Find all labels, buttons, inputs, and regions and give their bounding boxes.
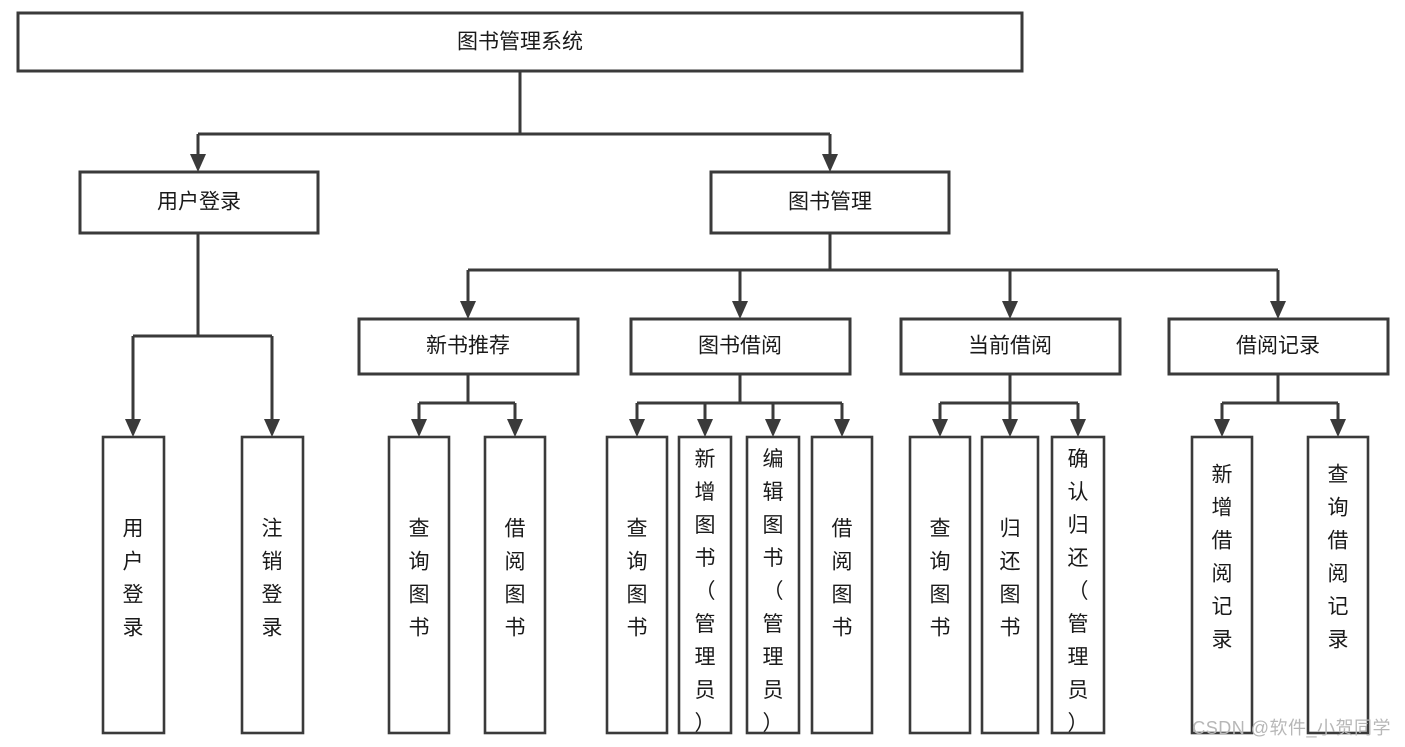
node-leaf-edit-book-rect[interactable]	[745, 435, 801, 735]
node-leaf-query-record-rect[interactable]	[1306, 435, 1370, 735]
node-book-manage-rect[interactable]	[709, 170, 951, 235]
node-leaf-add-record-rect[interactable]	[1190, 435, 1254, 735]
node-borrow-record-rect[interactable]	[1167, 317, 1390, 376]
node-leaf-add-book-rect[interactable]	[677, 435, 733, 735]
node-current-borrow[interactable]: 当前借阅	[899, 317, 1122, 376]
node-leaf-confirm-return[interactable]: 确认归还（管理员）	[1050, 435, 1106, 735]
node-root-label: 图书管理系统	[457, 31, 583, 54]
node-user-login-label: 用户登录	[157, 191, 241, 214]
node-leaf-borrow-book-2-rect[interactable]	[810, 435, 874, 735]
arrowhead-leaf-query-book-1	[411, 419, 427, 437]
arrowhead-current-borrow	[1002, 301, 1018, 319]
node-new-book-rec[interactable]: 新书推荐	[357, 317, 580, 376]
arrowhead-leaf-user-login	[125, 419, 141, 437]
arrowhead-new-book-rec	[460, 301, 476, 319]
node-leaf-logout-label: 注销登录	[262, 518, 283, 640]
node-leaf-borrow-book-1-rect[interactable]	[483, 435, 547, 735]
arrowhead-borrow-record	[1270, 301, 1286, 319]
node-book-manage-label: 图书管理	[788, 191, 872, 214]
node-leaf-confirm-return-rect[interactable]	[1050, 435, 1106, 735]
node-leaf-borrow-book-1[interactable]: 借阅图书	[483, 435, 547, 735]
node-leaf-query-book-3-rect[interactable]	[908, 435, 972, 735]
node-new-book-rec-rect[interactable]	[357, 317, 580, 376]
arrowhead-book-borrow	[732, 301, 748, 319]
node-book-manage[interactable]: 图书管理	[709, 170, 951, 235]
arrowhead-leaf-confirm-return	[1070, 419, 1086, 437]
node-borrow-record-label: 借阅记录	[1236, 335, 1320, 358]
arrowhead-leaf-borrow-book-2	[834, 419, 850, 437]
node-leaf-query-book-1[interactable]: 查询图书	[387, 435, 451, 735]
arrowhead-leaf-query-book-2	[629, 419, 645, 437]
arrowhead-leaf-borrow-book-1	[507, 419, 523, 437]
node-leaf-user-login-label: 用户登录	[123, 518, 144, 640]
node-leaf-query-book-3-label: 查询图书	[930, 518, 951, 640]
node-current-borrow-label: 当前借阅	[968, 335, 1052, 358]
node-book-borrow[interactable]: 图书借阅	[629, 317, 852, 376]
arrowhead-book-manage	[822, 154, 838, 172]
node-leaf-query-book-2[interactable]: 查询图书	[605, 435, 669, 735]
arrowhead-leaf-logout	[264, 419, 280, 437]
node-leaf-borrow-book-1-label: 借阅图书	[505, 518, 526, 640]
node-leaf-add-record[interactable]: 新增借阅记录	[1190, 435, 1254, 735]
node-leaf-query-book-1-rect[interactable]	[387, 435, 451, 735]
node-leaf-user-login-rect[interactable]	[101, 435, 166, 735]
node-leaf-query-book-3[interactable]: 查询图书	[908, 435, 972, 735]
arrowhead-leaf-query-book-3	[932, 419, 948, 437]
node-root-rect[interactable]	[16, 11, 1024, 73]
node-leaf-add-record-label: 新增借阅记录	[1212, 464, 1233, 652]
node-leaf-edit-book[interactable]: 编辑图书（管理员）	[745, 435, 801, 735]
arrowhead-leaf-return-book	[1002, 419, 1018, 437]
node-leaf-return-book-label: 归还图书	[1000, 518, 1021, 640]
node-root[interactable]: 图书管理系统	[16, 11, 1024, 73]
node-leaf-query-record[interactable]: 查询借阅记录	[1306, 435, 1370, 735]
arrowhead-leaf-add-record	[1214, 419, 1230, 437]
node-leaf-return-book[interactable]: 归还图书	[980, 435, 1040, 735]
node-leaf-user-login[interactable]: 用户登录	[101, 435, 166, 735]
node-current-borrow-rect[interactable]	[899, 317, 1122, 376]
node-leaf-query-book-2-label: 查询图书	[627, 518, 648, 640]
node-leaf-query-record-label: 查询借阅记录	[1328, 464, 1349, 652]
connector-layer	[125, 71, 1346, 437]
node-borrow-record[interactable]: 借阅记录	[1167, 317, 1390, 376]
node-new-book-rec-label: 新书推荐	[426, 335, 510, 358]
arrowhead-leaf-edit-book	[765, 419, 781, 437]
node-leaf-query-book-2-rect[interactable]	[605, 435, 669, 735]
node-leaf-logout[interactable]: 注销登录	[240, 435, 305, 735]
node-leaf-return-book-rect[interactable]	[980, 435, 1040, 735]
node-leaf-add-book[interactable]: 新增图书（管理员）	[677, 435, 733, 735]
node-user-login[interactable]: 用户登录	[78, 170, 320, 235]
node-leaf-borrow-book-2[interactable]: 借阅图书	[810, 435, 874, 735]
node-leaf-borrow-book-2-label: 借阅图书	[832, 518, 853, 640]
node-leaf-confirm-return-label: 确认归还（管理员）	[1068, 448, 1089, 735]
arrowhead-leaf-add-book	[697, 419, 713, 437]
node-book-borrow-label: 图书借阅	[698, 335, 782, 358]
arrowhead-user-login	[190, 154, 206, 172]
node-book-borrow-rect[interactable]	[629, 317, 852, 376]
node-leaf-logout-rect[interactable]	[240, 435, 305, 735]
node-leaf-add-book-label: 新增图书（管理员）	[695, 448, 716, 735]
arrowhead-leaf-query-record	[1330, 419, 1346, 437]
node-leaf-query-book-1-label: 查询图书	[409, 518, 430, 640]
node-leaf-edit-book-label: 编辑图书（管理员）	[763, 448, 784, 735]
node-user-login-rect[interactable]	[78, 170, 320, 235]
